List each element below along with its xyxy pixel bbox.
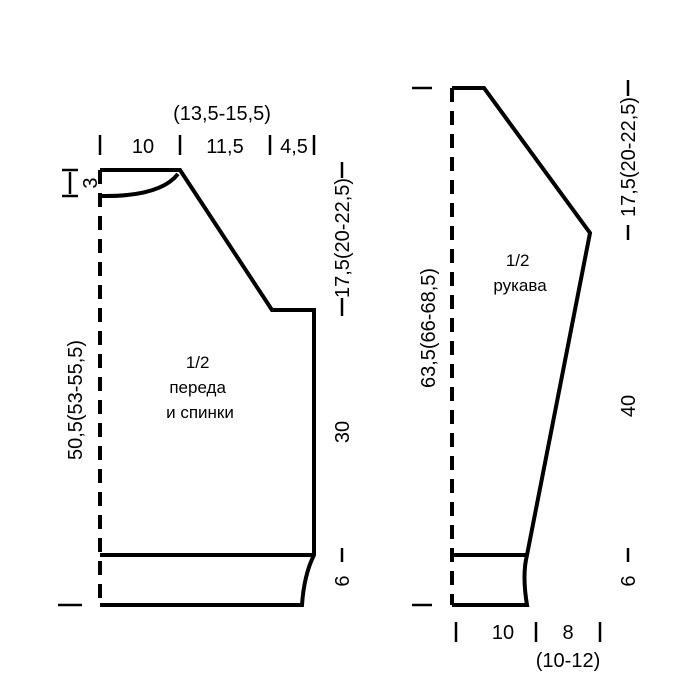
sleeve-width-extra: 8: [562, 622, 573, 644]
sleeve-outline: [452, 86, 593, 607]
sleeve-label-fraction: 1/2: [506, 251, 530, 270]
front-back-piece: (13,5-15,5) 10 11,5 4,5 3 50,5(53-55,5) …: [58, 103, 354, 607]
front-back-piece-label: 1/2 переда и спинки: [166, 353, 234, 422]
front-back-label-name2: и спинки: [166, 403, 234, 422]
front-back-height-total: 50,5(53-55,5): [65, 340, 87, 460]
front-back-width-total: (13,5-15,5): [173, 103, 271, 125]
sleeve-label-name: рукава: [493, 276, 547, 295]
sleeve-height-rib: 6: [618, 575, 640, 586]
front-back-label-fraction: 1/2: [186, 353, 210, 372]
sleeve-width-extra-sizes: (10-12): [536, 650, 600, 672]
front-back-width-shoulder: 11,5: [206, 136, 243, 158]
front-back-width-neck: 10: [132, 136, 154, 158]
sleeve-height-total: 63,5(66-68,5): [418, 268, 440, 388]
front-back-outline: [100, 168, 316, 607]
sleeve-width-base: 10: [492, 622, 514, 644]
sleeve-piece: 63,5(66-68,5) 17,5(20-22,5) 40 6 10 8 (1…: [412, 80, 640, 672]
front-back-height-body: 30: [332, 421, 354, 443]
sleeve-piece-label: 1/2 рукава: [493, 251, 547, 295]
front-back-height-raglan: 17,5(20-22,5): [332, 178, 354, 298]
front-back-label-name: переда: [169, 378, 226, 397]
front-back-neck-drop: 3: [80, 177, 102, 188]
sleeve-height-raglan: 17,5(20-22,5): [618, 97, 640, 217]
front-back-width-side: 4,5: [280, 136, 308, 158]
front-back-neckline: [99, 172, 180, 199]
sleeve-height-body: 40: [618, 395, 640, 417]
front-back-height-rib: 6: [332, 575, 354, 586]
